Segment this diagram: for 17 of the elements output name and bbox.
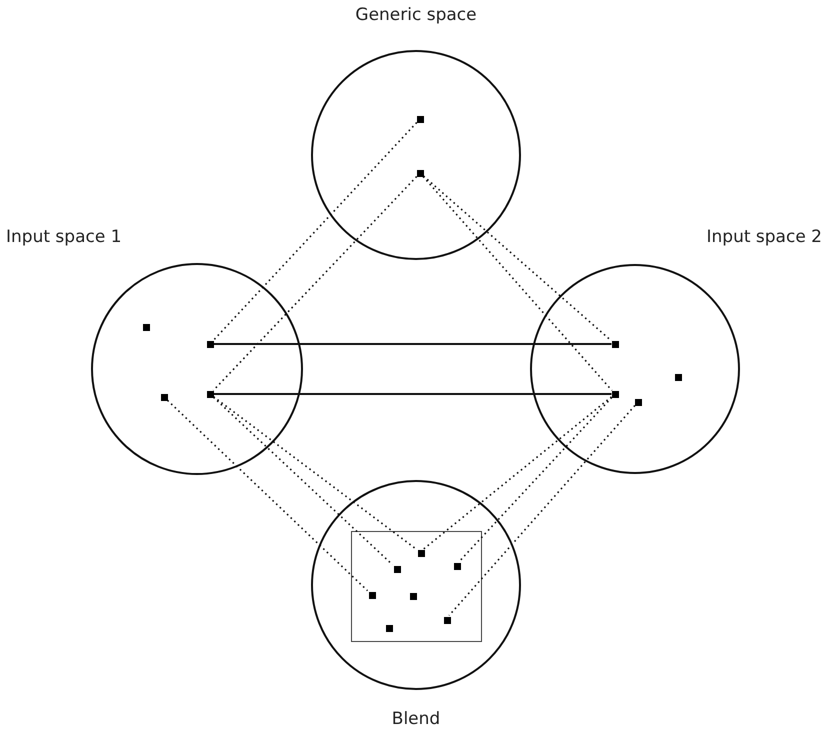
space-title: Input space 1 xyxy=(6,226,122,248)
connector-line xyxy=(214,343,612,345)
dotted-line xyxy=(448,404,636,616)
dotted-line xyxy=(422,176,613,392)
space-title: Input space 2 xyxy=(706,226,822,248)
dotted-line xyxy=(212,396,394,566)
connector-line xyxy=(214,393,612,395)
space-title: Generic space xyxy=(354,4,478,26)
dotted-line xyxy=(166,400,368,592)
dotted-line xyxy=(213,396,417,550)
dotted-line xyxy=(422,175,612,342)
blend-frame xyxy=(351,531,482,642)
dotted-line xyxy=(212,122,418,342)
dotted-line xyxy=(458,396,612,562)
dotted-line xyxy=(423,396,612,550)
dotted-line xyxy=(212,176,418,392)
space-title: Blend xyxy=(390,708,442,730)
